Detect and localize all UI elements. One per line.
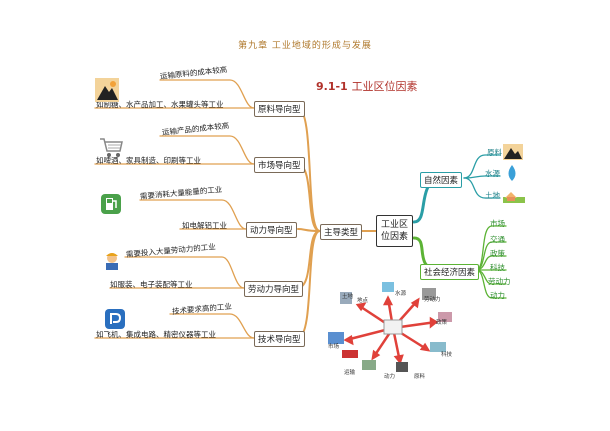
hub-label-raw: 原料: [414, 374, 426, 380]
hub-label-labor: 劳动力: [424, 297, 441, 303]
worker-icon: [102, 250, 122, 270]
hub-label-center: 地点: [357, 298, 369, 304]
center-node: 工业区 位因素: [376, 215, 414, 247]
social-item-policy: 政策: [490, 249, 505, 258]
social-item-labor: 劳动力: [488, 277, 511, 286]
hub-label-market: 市场: [328, 344, 340, 350]
section-number: 9.1-1: [316, 80, 348, 93]
social-factors-node: 社会经济因素: [420, 264, 480, 280]
branch-raw-material: 原料导向型: [254, 101, 305, 117]
branch-labor: 劳动力导向型: [244, 281, 304, 297]
technology-icon: [104, 308, 126, 330]
raw-material-icon: [503, 144, 523, 160]
hub-label-policy: 政策: [436, 320, 448, 326]
center-node-line2: 位因素: [381, 232, 409, 242]
hub-label-water: 水源: [395, 291, 407, 297]
hub-label-land: 土地: [342, 294, 354, 300]
natural-item-water: 水源: [485, 169, 500, 178]
center-node-line1: 工业区: [381, 220, 409, 230]
natural-factors-node: 自然因素: [420, 172, 463, 188]
fuel-pump-icon: [100, 193, 122, 215]
leaf-raw-lower: 如制糖、水产品加工、水果罐头等工业: [96, 100, 224, 109]
natural-item-land: 土地: [485, 191, 500, 200]
leaf-market-lower: 如啤酒、家具制造、印刷等工业: [96, 156, 201, 165]
branch-technology: 技术导向型: [254, 331, 305, 347]
water-drop-icon: [504, 164, 520, 182]
land-icon: [503, 188, 525, 203]
leaf-power-lower: 如电解铝工业: [182, 221, 227, 230]
natural-item-raw: 原料: [487, 148, 502, 157]
branch-power: 动力导向型: [246, 222, 297, 238]
social-item-technology: 科技: [490, 263, 505, 272]
section-title: 工业区位因素: [351, 80, 418, 93]
leaf-labor-lower: 如服装、电子装配等工业: [110, 280, 193, 289]
social-item-power: 动力: [490, 291, 505, 300]
leaf-tech-lower: 如飞机、集成电路、精密仪器等工业: [96, 330, 216, 339]
section-heading: 9.1-1 工业区位因素: [316, 78, 418, 94]
social-item-market: 市场: [490, 219, 505, 228]
location-hub-diagram: [328, 282, 452, 372]
shopping-cart-icon: [98, 136, 124, 158]
branch-market: 市场导向型: [254, 157, 305, 173]
hub-label-power: 动力: [384, 374, 396, 380]
hub-label-technology: 科技: [441, 352, 453, 358]
social-item-transport: 交通: [490, 235, 505, 244]
hub-label-transport: 运输: [344, 370, 356, 376]
chapter-title: 第九章 工业地域的形成与发展: [238, 41, 372, 51]
mountain-icon: [95, 78, 119, 102]
main-type-node: 主导类型: [320, 224, 363, 240]
